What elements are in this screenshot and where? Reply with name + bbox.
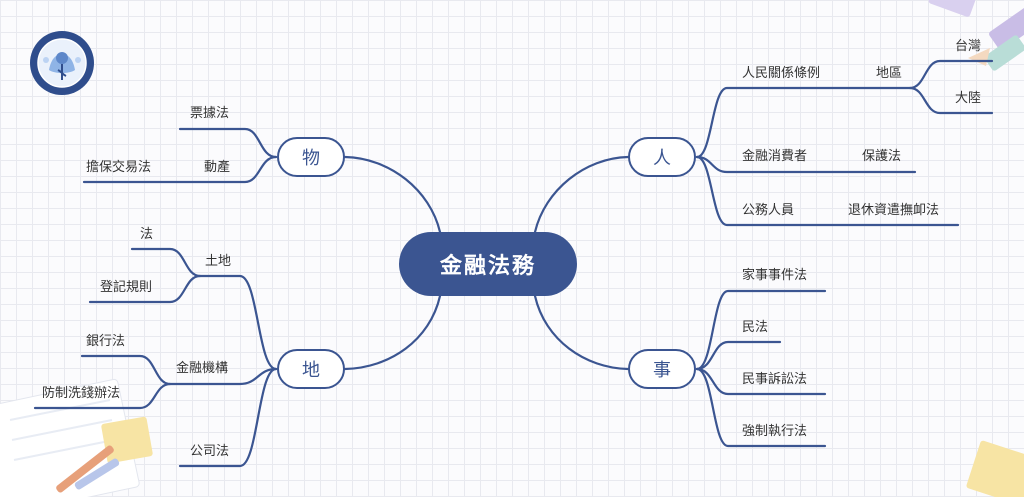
di-item-1[interactable]: 土地 [205, 254, 232, 269]
shi-item-4[interactable]: 強制執行法 [742, 424, 808, 439]
di-item-2[interactable]: 金融機構 [176, 361, 229, 376]
branch-wu[interactable]: 物 [277, 137, 345, 177]
ren-item-2-sub[interactable]: 保護法 [862, 149, 902, 164]
shi-item-2[interactable]: 民法 [742, 320, 769, 335]
branch-di[interactable]: 地 [277, 349, 345, 389]
wu-item-2[interactable]: 動產 [204, 160, 231, 175]
ren-item-1-sub-a[interactable]: 台灣 [955, 39, 982, 54]
sticky-note-decoration [966, 440, 1024, 497]
shi-item-1[interactable]: 家事事件法 [742, 268, 808, 283]
wu-item-1[interactable]: 票據法 [190, 106, 230, 121]
di-item-2-a[interactable]: 銀行法 [86, 334, 126, 349]
shi-item-3[interactable]: 民事訴訟法 [742, 372, 808, 387]
di-item-2-b[interactable]: 防制洗錢辦法 [42, 386, 121, 401]
central-topic[interactable]: 金融法務 [399, 232, 577, 296]
di-item-1-b[interactable]: 登記規則 [100, 280, 153, 295]
ren-item-1-sub[interactable]: 地區 [876, 66, 903, 81]
medical-emblem-icon [30, 31, 94, 95]
di-item-3[interactable]: 公司法 [190, 444, 230, 459]
branch-ren[interactable]: 人 [628, 137, 696, 177]
branch-shi[interactable]: 事 [628, 349, 696, 389]
ren-item-2[interactable]: 金融消費者 [742, 149, 808, 164]
di-item-1-a[interactable]: 法 [140, 227, 154, 242]
ren-item-1-sub-b[interactable]: 大陸 [955, 91, 982, 106]
notebook-decoration [0, 378, 153, 497]
ren-item-3[interactable]: 公務人員 [742, 203, 795, 218]
ren-item-3-sub[interactable]: 退休資遣撫卹法 [848, 203, 940, 218]
connector-lines [33, 59, 994, 468]
ren-item-1[interactable]: 人民關係條例 [742, 66, 821, 81]
wu-item-2-sub[interactable]: 擔保交易法 [86, 160, 152, 175]
